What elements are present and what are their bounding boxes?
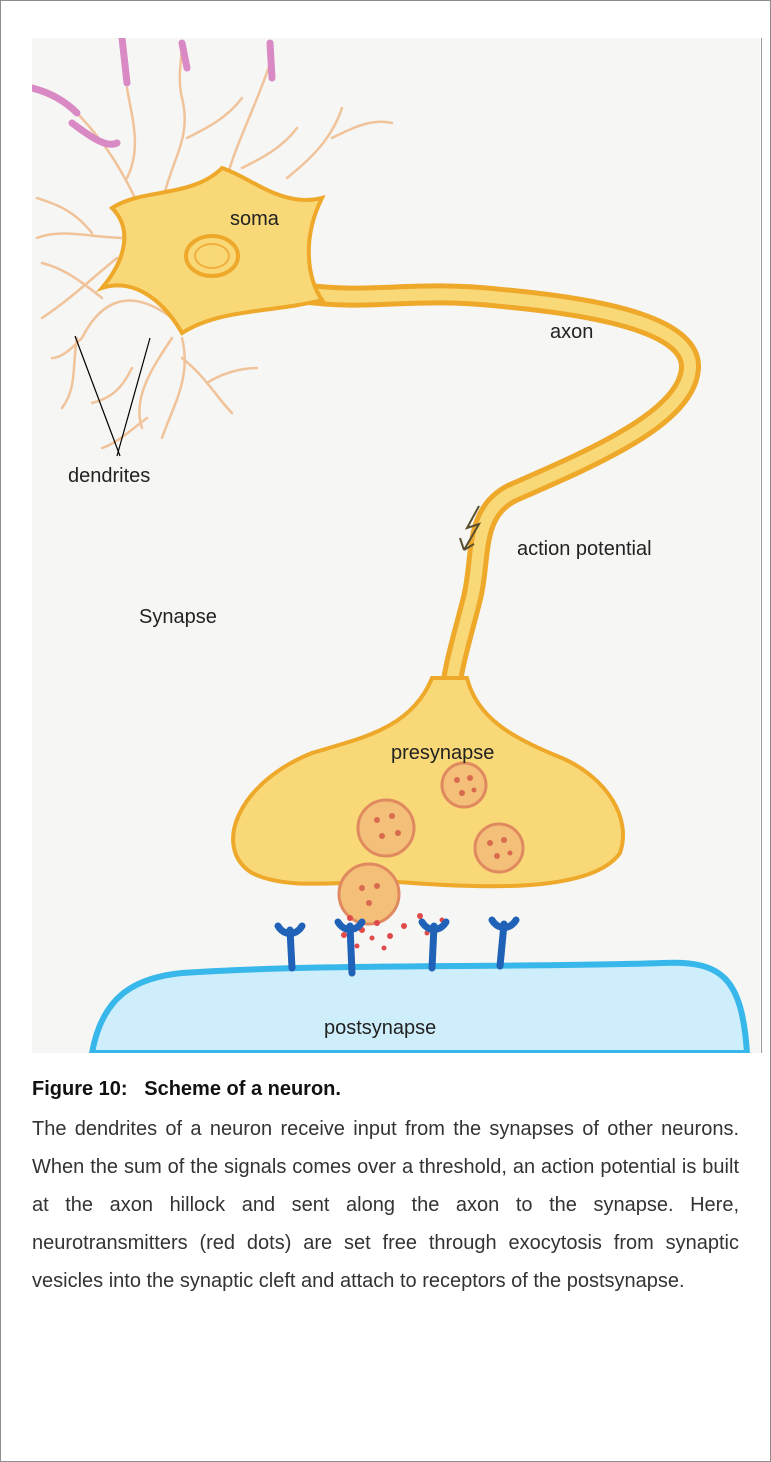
label-postsynapse: postsynapse	[324, 1017, 436, 1040]
figure-caption-body: The dendrites of a neuron receive input …	[32, 1110, 739, 1300]
soma-body	[102, 168, 322, 333]
label-action-potential: action potential	[517, 538, 652, 561]
label-soma: soma	[230, 208, 279, 231]
dendrite-tips	[32, 38, 272, 144]
illustration-edge	[761, 38, 762, 1053]
label-dendrites: dendrites	[68, 465, 150, 488]
axon-path	[302, 293, 690, 698]
label-axon: axon	[550, 321, 593, 344]
label-synapse: Synapse	[139, 606, 217, 629]
figure-caption-title: Figure 10: Scheme of a neuron.	[32, 1078, 341, 1101]
presynapse-body	[233, 678, 623, 886]
label-presynapse: presynapse	[391, 742, 494, 765]
dendrite-pointer-lines	[75, 336, 150, 456]
